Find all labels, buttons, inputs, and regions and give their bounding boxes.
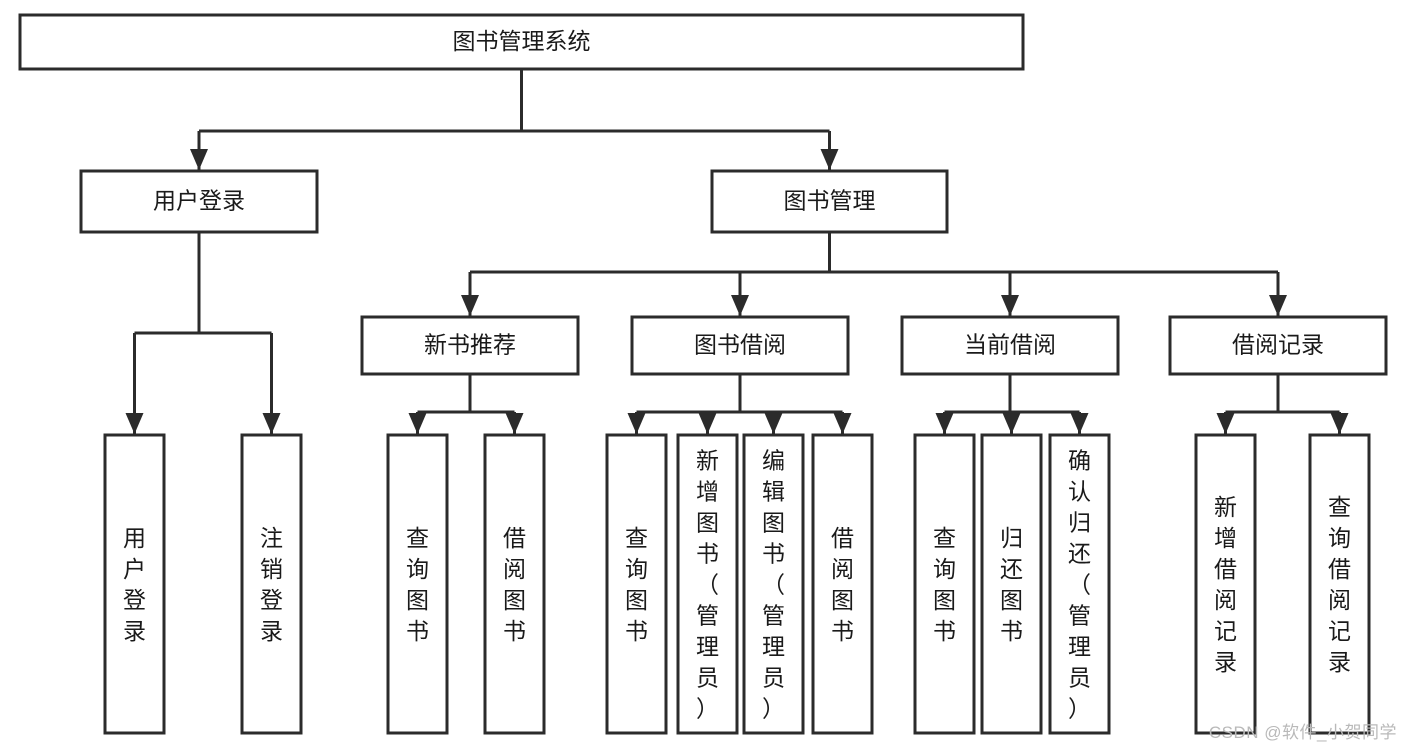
arrow-head-icon-book-borrow	[731, 295, 749, 316]
arrow-head-icon-leaf-add-book	[698, 413, 717, 434]
node-label-new-book-rec: 新书推荐	[424, 332, 516, 358]
node-label-leaf-add-record: 新增借阅记录	[1214, 494, 1237, 675]
node-box-leaf-edit-book	[742, 433, 805, 735]
node-box-user-login	[79, 169, 319, 234]
node-label-book-borrow: 图书借阅	[694, 332, 786, 358]
arrow-head-icon-leaf-edit-book	[764, 413, 783, 434]
arrow-head-icon-leaf-borrow-book	[833, 413, 852, 434]
arrow-head-icon-new-book-rec	[461, 295, 479, 316]
node-label-leaf-edit-book: 编辑图书（管理员）	[762, 448, 785, 722]
node-box-book-manage	[710, 169, 949, 234]
node-box-leaf-query-book-borrow	[605, 433, 668, 735]
node-leaf-query-book-borrow[interactable]: 查询图书	[605, 433, 668, 735]
node-box-leaf-return-book	[980, 433, 1043, 735]
node-box-current-borrow	[900, 315, 1120, 376]
node-leaf-user-login[interactable]: 用户登录	[103, 433, 166, 735]
node-box-leaf-confirm-return	[1048, 433, 1111, 735]
node-current-borrow[interactable]: 当前借阅	[900, 315, 1120, 376]
node-book-borrow[interactable]: 图书借阅	[630, 315, 850, 376]
arrow-head-icon-book-manage	[820, 149, 839, 170]
node-leaf-query-record[interactable]: 查询借阅记录	[1308, 433, 1371, 735]
node-box-borrow-record	[1168, 315, 1388, 376]
node-label-undefined: 图书管理系统	[453, 28, 591, 54]
node-box-leaf-query-book-rec	[386, 433, 449, 735]
node-leaf-return-book[interactable]: 归还图书	[980, 433, 1043, 735]
node-box-leaf-add-record	[1194, 433, 1257, 735]
arrow-head-icon-leaf-add-record	[1216, 413, 1235, 434]
node-label-leaf-query-book-borrow: 查询图书	[625, 525, 648, 644]
node-leaf-edit-book[interactable]: 编辑图书（管理员）	[742, 433, 805, 735]
node-label-leaf-borrow-book: 借阅图书	[831, 525, 854, 644]
arrow-head-icon-leaf-return-book	[1002, 413, 1021, 434]
arrow-head-icon-leaf-query-book-cur	[935, 413, 954, 434]
node-user-login[interactable]: 用户登录	[79, 169, 319, 234]
arrow-head-icon-current-borrow	[1001, 295, 1019, 316]
node-leaf-confirm-return[interactable]: 确认归还（管理员）	[1048, 433, 1111, 735]
node-label-leaf-borrow-book-rec: 借阅图书	[503, 525, 526, 644]
node-leaf-add-book[interactable]: 新增图书（管理员）	[676, 433, 739, 735]
node-label-current-borrow: 当前借阅	[964, 332, 1056, 358]
node-label-leaf-return-book: 归还图书	[1000, 525, 1023, 644]
node-label-book-manage: 图书管理	[784, 188, 876, 214]
node-leaf-borrow-book[interactable]: 借阅图书	[811, 433, 874, 735]
arrow-head-icon-leaf-borrow-book-rec	[505, 413, 524, 434]
arrow-head-icon-leaf-confirm-return	[1070, 413, 1089, 434]
node-label-leaf-query-record: 查询借阅记录	[1328, 494, 1351, 675]
node-undefined[interactable]: 图书管理系统	[18, 13, 1025, 71]
node-box-leaf-borrow-book-rec	[483, 433, 546, 735]
node-borrow-record[interactable]: 借阅记录	[1168, 315, 1388, 376]
node-leaf-query-book-rec[interactable]: 查询图书	[386, 433, 449, 735]
node-label-leaf-add-book: 新增图书（管理员）	[696, 448, 719, 722]
node-box-leaf-query-book-cur	[913, 433, 976, 735]
arrow-head-icon-borrow-record	[1269, 295, 1287, 316]
node-label-leaf-confirm-return: 确认归还（管理员）	[1068, 448, 1091, 722]
arrow-head-icon-leaf-logout	[262, 413, 281, 434]
node-box-leaf-user-login	[103, 433, 166, 735]
node-box-leaf-logout	[240, 433, 303, 735]
node-label-leaf-query-book-rec: 查询图书	[406, 525, 429, 644]
node-book-manage[interactable]: 图书管理	[710, 169, 949, 234]
node-label-leaf-user-login: 用户登录	[123, 525, 146, 644]
node-box-leaf-borrow-book	[811, 433, 874, 735]
node-new-book-rec[interactable]: 新书推荐	[360, 315, 580, 376]
node-leaf-borrow-book-rec[interactable]: 借阅图书	[483, 433, 546, 735]
node-box-leaf-query-record	[1308, 433, 1371, 735]
node-label-user-login: 用户登录	[153, 188, 245, 214]
node-label-leaf-query-book-cur: 查询图书	[933, 525, 956, 644]
arrow-head-icon-user-login	[190, 149, 208, 170]
connector-edges	[125, 69, 1349, 434]
node-box-new-book-rec	[360, 315, 580, 376]
node-box-leaf-add-book	[676, 433, 739, 735]
arrow-head-icon-leaf-query-book-borrow	[627, 413, 646, 434]
node-box-book-borrow	[630, 315, 850, 376]
node-leaf-logout[interactable]: 注销登录	[240, 433, 303, 735]
node-label-borrow-record: 借阅记录	[1232, 332, 1324, 358]
arrow-head-icon-leaf-user-login	[125, 413, 144, 434]
node-boxes: 图书管理系统用户登录图书管理新书推荐图书借阅当前借阅借阅记录用户登录注销登录查询…	[18, 13, 1388, 735]
node-leaf-add-record[interactable]: 新增借阅记录	[1194, 433, 1257, 735]
arrow-head-icon-leaf-query-book-rec	[408, 413, 427, 434]
arrow-head-icon-leaf-query-record	[1330, 413, 1349, 434]
node-box-undefined	[18, 13, 1025, 71]
node-leaf-query-book-cur[interactable]: 查询图书	[913, 433, 976, 735]
node-label-leaf-logout: 注销登录	[260, 525, 283, 644]
